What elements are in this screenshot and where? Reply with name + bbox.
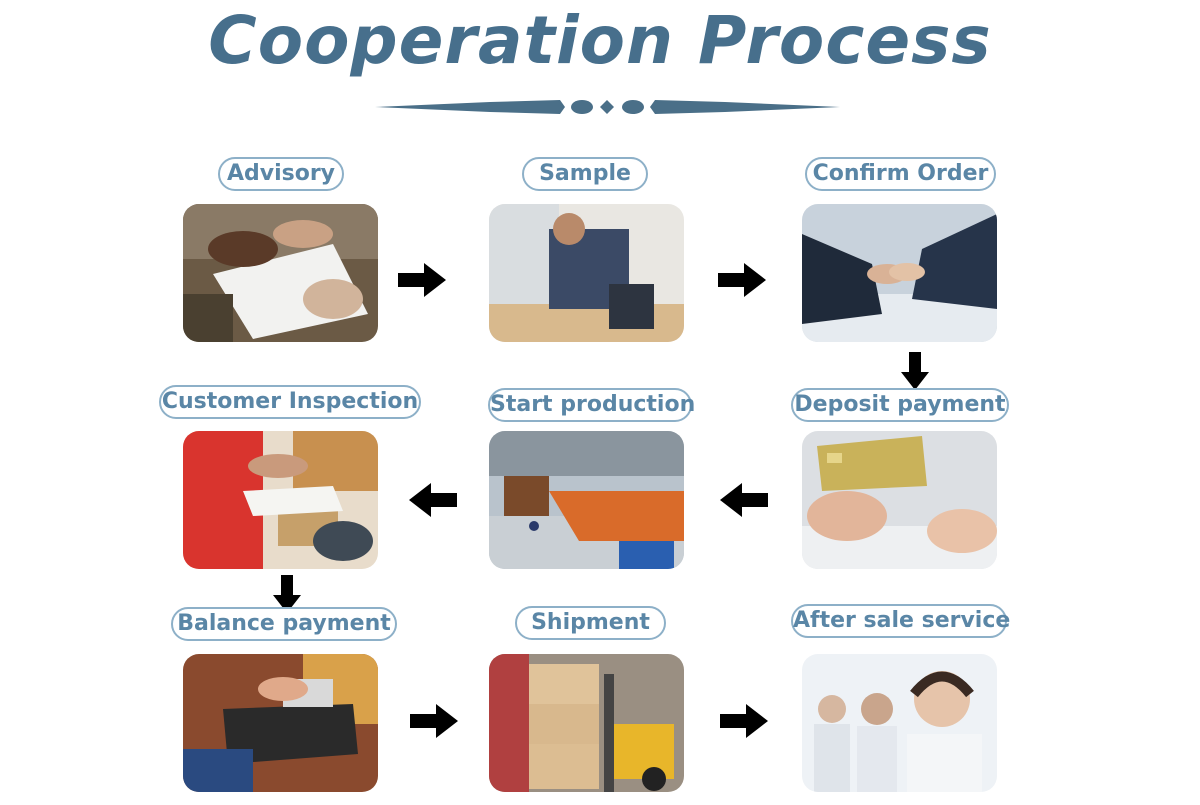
- arrow-right-icon: [720, 704, 768, 738]
- arrow-right-icon: [410, 704, 458, 738]
- step-photo-balance-payment: [183, 654, 378, 792]
- arrow-right-icon: [718, 263, 766, 297]
- step-photo-deposit-payment: [802, 431, 997, 569]
- page-title: Cooperation Process: [0, 2, 1200, 79]
- title-divider-ornament: [370, 92, 845, 122]
- step-label-after-sale-service: After sale service: [791, 604, 1007, 638]
- arrow-right-icon: [398, 263, 446, 297]
- step-photo-shipment: [489, 654, 684, 792]
- step-label-balance-payment: Balance payment: [171, 607, 397, 641]
- step-label-advisory: Advisory: [218, 157, 344, 191]
- step-photo-sample: [489, 204, 684, 342]
- step-label-shipment: Shipment: [515, 606, 666, 640]
- step-label-customer-inspection: Customer Inspection: [159, 385, 421, 419]
- arrow-left-icon: [409, 483, 457, 517]
- step-photo-advisory: [183, 204, 378, 342]
- step-label-confirm-order: Confirm Order: [805, 157, 996, 191]
- step-photo-start-production: [489, 431, 684, 569]
- arrow-left-icon: [720, 483, 768, 517]
- arrow-down-icon: [901, 352, 929, 390]
- step-photo-after-sale-service: [802, 654, 997, 792]
- step-photo-confirm-order: [802, 204, 997, 342]
- step-label-start-production: Start production: [488, 388, 692, 422]
- step-label-sample: Sample: [522, 157, 648, 191]
- step-photo-customer-inspection: [183, 431, 378, 569]
- step-label-deposit-payment: Deposit payment: [791, 388, 1009, 422]
